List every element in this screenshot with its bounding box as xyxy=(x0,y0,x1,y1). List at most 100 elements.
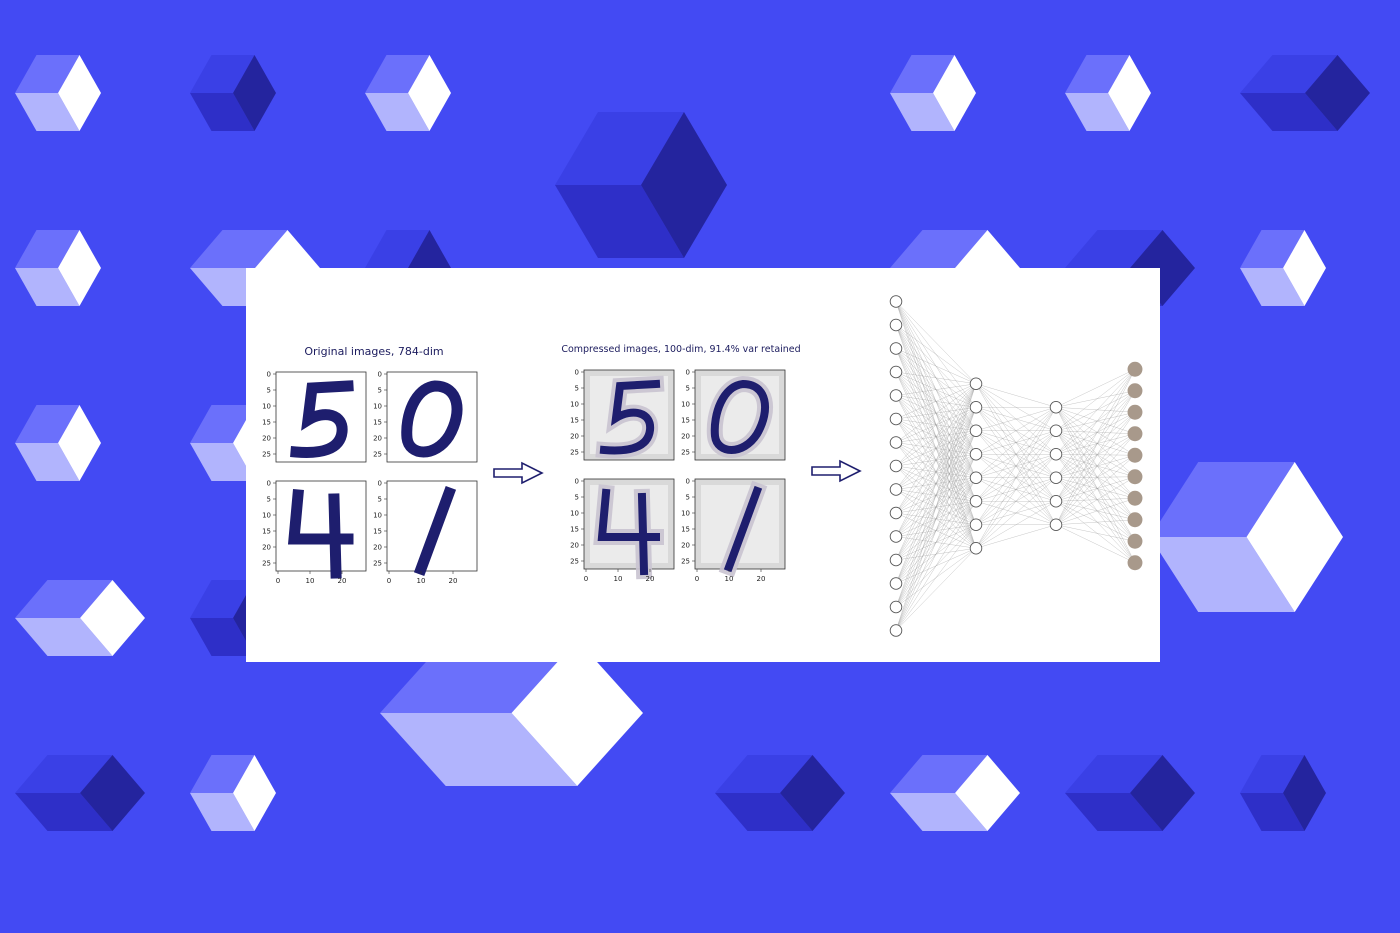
neuron xyxy=(889,436,903,449)
output-neuron xyxy=(1127,426,1143,442)
connection xyxy=(1055,476,1136,478)
y-tick-label: 5 xyxy=(378,387,382,395)
neuron xyxy=(969,424,983,437)
connection xyxy=(1055,477,1136,542)
connection xyxy=(1055,476,1136,502)
connection xyxy=(1055,412,1136,502)
x-tick-label: 0 xyxy=(695,575,699,583)
x-tick-label: 10 xyxy=(725,575,734,583)
y-tick-label: 10 xyxy=(570,510,579,518)
y-tick-label: 20 xyxy=(262,544,271,552)
connection xyxy=(1055,412,1136,431)
y-tick-label: 10 xyxy=(262,512,271,520)
y-tick-label: 10 xyxy=(681,510,690,518)
y-tick-label: 20 xyxy=(373,435,382,443)
connection xyxy=(895,524,977,631)
y-tick-label: 25 xyxy=(373,451,382,459)
neuron xyxy=(969,494,983,508)
connection xyxy=(895,548,977,631)
connection xyxy=(895,383,977,420)
y-tick-label: 25 xyxy=(681,558,690,566)
output-neuron xyxy=(1127,490,1143,506)
connection xyxy=(1055,454,1136,477)
y-tick-label: 25 xyxy=(570,558,579,566)
neuron xyxy=(889,530,903,543)
arrow-icon xyxy=(493,461,544,485)
x-tick-label: 0 xyxy=(584,575,588,583)
x-tick-label: 0 xyxy=(387,577,391,585)
connection xyxy=(895,383,977,561)
connection xyxy=(1055,407,1136,413)
connection xyxy=(1055,407,1136,542)
cube-shape xyxy=(890,55,976,131)
digit-shadow xyxy=(401,380,463,458)
connection xyxy=(1055,454,1136,563)
connection xyxy=(1055,433,1136,502)
connection xyxy=(1055,455,1136,478)
connection xyxy=(1055,501,1136,542)
cube-shape xyxy=(555,112,727,258)
y-tick-label: 10 xyxy=(373,512,382,520)
connection xyxy=(975,407,1057,525)
neuron xyxy=(889,506,903,520)
connection xyxy=(1055,519,1136,525)
cube-shape xyxy=(15,755,145,831)
cube-shape xyxy=(1240,55,1370,131)
connection xyxy=(1055,454,1136,456)
y-tick-label: 5 xyxy=(267,387,271,395)
y-tick-label: 15 xyxy=(570,417,579,425)
connection xyxy=(895,383,977,396)
connection xyxy=(1055,412,1136,525)
connection xyxy=(895,324,977,384)
neuron xyxy=(889,624,903,637)
connection xyxy=(1055,369,1136,431)
connection xyxy=(1055,455,1136,502)
x-tick-label: 10 xyxy=(306,577,315,585)
connection xyxy=(975,407,1057,502)
y-tick-label: 20 xyxy=(570,542,579,550)
output-neuron xyxy=(1127,533,1143,549)
connection xyxy=(1055,430,1136,477)
connection xyxy=(895,430,977,631)
y-tick-label: 5 xyxy=(686,385,690,393)
connection xyxy=(895,371,977,384)
neuron xyxy=(969,542,983,555)
cube-shape xyxy=(890,755,1020,831)
connection xyxy=(1055,455,1136,525)
neuron xyxy=(889,483,903,496)
y-tick-label: 15 xyxy=(681,417,690,425)
connection xyxy=(975,407,1057,549)
output-neuron xyxy=(1127,469,1143,485)
y-tick-label: 0 xyxy=(686,478,690,486)
y-tick-label: 5 xyxy=(575,385,579,393)
connection xyxy=(895,383,977,467)
neuron xyxy=(1049,518,1063,531)
connection xyxy=(1055,430,1136,434)
neuron xyxy=(889,342,903,355)
neuron xyxy=(889,459,903,473)
cube-shape xyxy=(15,230,101,306)
y-tick-label: 0 xyxy=(575,478,579,486)
connection xyxy=(1055,412,1136,455)
connection xyxy=(1055,430,1136,520)
connection xyxy=(1055,390,1136,478)
connection xyxy=(1055,433,1136,455)
connection xyxy=(1055,433,1136,478)
output-neuron xyxy=(1127,404,1143,420)
y-tick-label: 15 xyxy=(570,526,579,534)
neuron xyxy=(1049,494,1063,508)
cube-shape xyxy=(15,55,101,131)
neuron xyxy=(1049,447,1063,461)
connection xyxy=(975,407,1057,455)
connection xyxy=(895,477,977,631)
x-tick-label: 10 xyxy=(417,577,426,585)
x-tick-label: 20 xyxy=(646,575,655,583)
y-tick-label: 20 xyxy=(373,544,382,552)
original-images-title: Original images, 784-dim xyxy=(304,345,443,358)
digit-stroke xyxy=(599,379,661,455)
